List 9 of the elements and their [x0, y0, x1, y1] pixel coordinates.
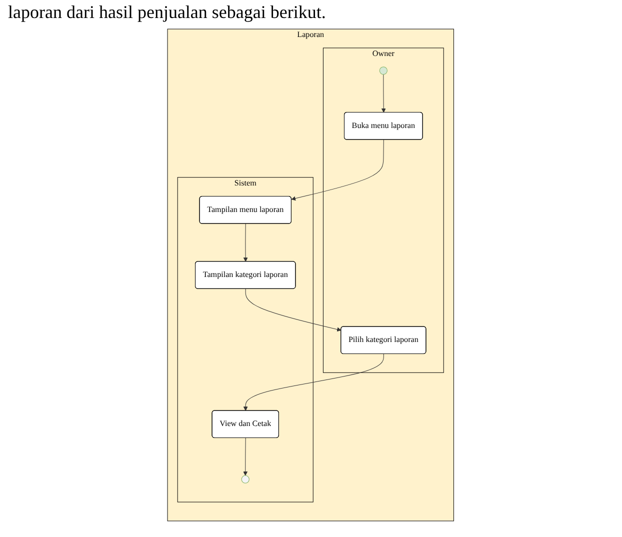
arrow: [244, 224, 248, 262]
arrow: [244, 438, 248, 476]
node-circle: [380, 66, 388, 75]
arrow: [382, 74, 386, 113]
arrow: [292, 140, 384, 201]
arrow: [244, 354, 384, 411]
node-circle: [242, 475, 250, 484]
arrow: [246, 288, 342, 332]
caption-text: laporan dari hasil penjualan sebagai berikut.: [7, 1, 327, 24]
